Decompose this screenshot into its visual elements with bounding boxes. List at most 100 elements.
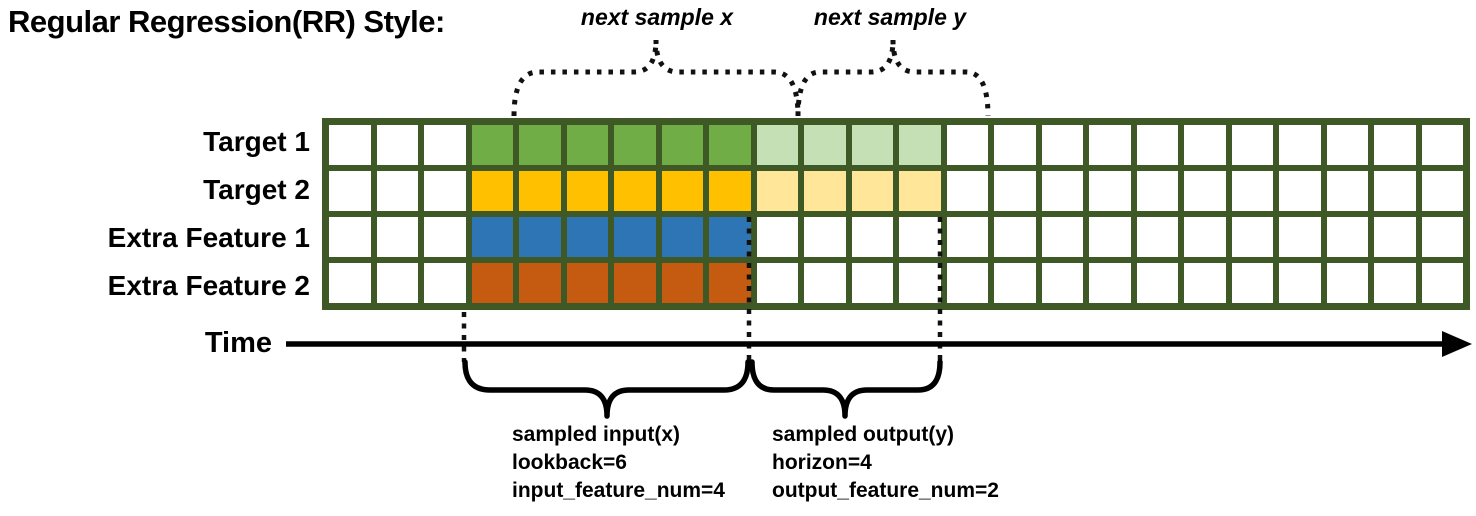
grid-cell-r1-c3 (424, 125, 466, 165)
grid-cell-r1-c24 (1421, 125, 1463, 165)
grid-cell-r2-c12 (851, 171, 893, 211)
grid-cell-r4-c1 (329, 263, 371, 303)
horizon-line: horizon=4 (772, 451, 872, 474)
grid-cell-r1-c16 (1041, 125, 1083, 165)
grid-cell-r4-c22 (1326, 263, 1368, 303)
grid-cell-r4-c12 (851, 263, 893, 303)
grid-cell-r2-c1 (329, 171, 371, 211)
grid-cell-r2-c5 (519, 171, 561, 211)
grid-cell-r4-c8 (661, 263, 703, 303)
grid-cell-r3-c18 (1136, 217, 1178, 257)
grid-cell-r1-c8 (661, 125, 703, 165)
grid-cell-r2-c3 (424, 171, 466, 211)
grid-cell-r1-c6 (566, 125, 608, 165)
grid-cell-r4-c21 (1279, 263, 1321, 303)
row-label-extra-feature-1: Extra Feature 1 (107, 222, 310, 253)
next-sample-x-label: next sample x (580, 4, 734, 30)
grid-cell-r3-c5 (519, 217, 561, 257)
grid-cell-r3-c20 (1231, 217, 1273, 257)
sampled-input-annotation: sampled input(x) lookback=6 input_featur… (512, 421, 725, 505)
sample-grid (322, 118, 1470, 310)
grid-cell-r4-c5 (519, 263, 561, 303)
grid-cell-r4-c14 (946, 263, 988, 303)
grid-cell-r1-c21 (1279, 125, 1321, 165)
grid-cell-r3-c21 (1279, 217, 1321, 257)
grid-cell-r4-c13 (899, 263, 941, 303)
grid-cell-r2-c14 (946, 171, 988, 211)
next-sample-y-dotted-brace (795, 39, 991, 117)
grid-cell-r2-c11 (804, 171, 846, 211)
sampled-output-annotation: sampled output(y) horizon=4 output_featu… (772, 421, 999, 505)
grid-cell-r2-c22 (1326, 171, 1368, 211)
lookback-line: lookback=6 (512, 451, 627, 474)
grid-cell-r3-c19 (1184, 217, 1226, 257)
grid-cell-r1-c20 (1231, 125, 1273, 165)
grid-cell-r1-c10 (756, 125, 798, 165)
grid-cell-r3-c2 (376, 217, 418, 257)
grid-cell-r3-c17 (1089, 217, 1131, 257)
grid-cell-r1-c19 (1184, 125, 1226, 165)
grid-cell-r4-c17 (1089, 263, 1131, 303)
grid-cell-r1-c23 (1374, 125, 1416, 165)
page-title: Regular Regression(RR) Style: (8, 4, 445, 39)
grid-cell-r4-c4 (471, 263, 513, 303)
grid-cell-r4-c2 (376, 263, 418, 303)
grid-cell-r1-c13 (899, 125, 941, 165)
grid-cell-r2-c6 (566, 171, 608, 211)
grid-cell-r3-c10 (756, 217, 798, 257)
grid-cell-r3-c3 (424, 217, 466, 257)
grid-cell-r4-c24 (1421, 263, 1463, 303)
grid-cell-r3-c16 (1041, 217, 1083, 257)
grid-cell-r1-c9 (709, 125, 751, 165)
grid-cell-r3-c8 (661, 217, 703, 257)
time-axis-arrowhead (1442, 331, 1472, 357)
output-feature-num-line: output_feature_num=2 (772, 479, 999, 502)
grid-cell-r3-c15 (994, 217, 1036, 257)
input-feature-num-line: input_feature_num=4 (512, 479, 725, 502)
grid-cell-r2-c17 (1089, 171, 1131, 211)
grid-cell-r4-c16 (1041, 263, 1083, 303)
grid-cell-r2-c7 (614, 171, 656, 211)
grid-cell-r3-c4 (471, 217, 513, 257)
grid-cell-r2-c15 (994, 171, 1036, 211)
grid-cell-r2-c18 (1136, 171, 1178, 211)
grid-cell-r2-c21 (1279, 171, 1321, 211)
grid-cell-r3-c14 (946, 217, 988, 257)
grid-cell-r4-c11 (804, 263, 846, 303)
grid-cell-r1-c1 (329, 125, 371, 165)
grid-cell-r4-c20 (1231, 263, 1273, 303)
grid-cell-r4-c7 (614, 263, 656, 303)
grid-cell-r1-c14 (946, 125, 988, 165)
time-axis-label: Time (204, 327, 272, 359)
grid-cell-r3-c23 (1374, 217, 1416, 257)
grid-cell-r2-c20 (1231, 171, 1273, 211)
grid-cell-r2-c24 (1421, 171, 1463, 211)
grid-cell-r4-c9 (709, 263, 751, 303)
grid-cell-r2-c4 (471, 171, 513, 211)
grid-cell-r1-c2 (376, 125, 418, 165)
next-sample-y-label: next sample y (813, 4, 967, 30)
grid-cell-r4-c3 (424, 263, 466, 303)
grid-cell-r1-c7 (614, 125, 656, 165)
sampled-output-line: sampled output(y) (772, 423, 954, 446)
grid-cell-r1-c11 (804, 125, 846, 165)
grid-cell-r1-c22 (1326, 125, 1368, 165)
grid-cell-r4-c19 (1184, 263, 1226, 303)
grid-cell-r1-c5 (519, 125, 561, 165)
grid-cell-r3-c22 (1326, 217, 1368, 257)
next-sample-x-dotted-brace (511, 39, 801, 117)
grid-cell-r2-c8 (661, 171, 703, 211)
grid-cell-r2-c10 (756, 171, 798, 211)
grid-cell-r3-c24 (1421, 217, 1463, 257)
grid-cell-r1-c17 (1089, 125, 1131, 165)
grid-cell-r3-c9 (709, 217, 751, 257)
sampled-output-brace (749, 359, 943, 419)
grid-cell-r4-c6 (566, 263, 608, 303)
sampled-input-line: sampled input(x) (512, 423, 681, 446)
grid-cell-r1-c12 (851, 125, 893, 165)
grid-cell-r4-c18 (1136, 263, 1178, 303)
grid-cell-r2-c23 (1374, 171, 1416, 211)
grid-cell-r2-c2 (376, 171, 418, 211)
grid-cell-r3-c1 (329, 217, 371, 257)
